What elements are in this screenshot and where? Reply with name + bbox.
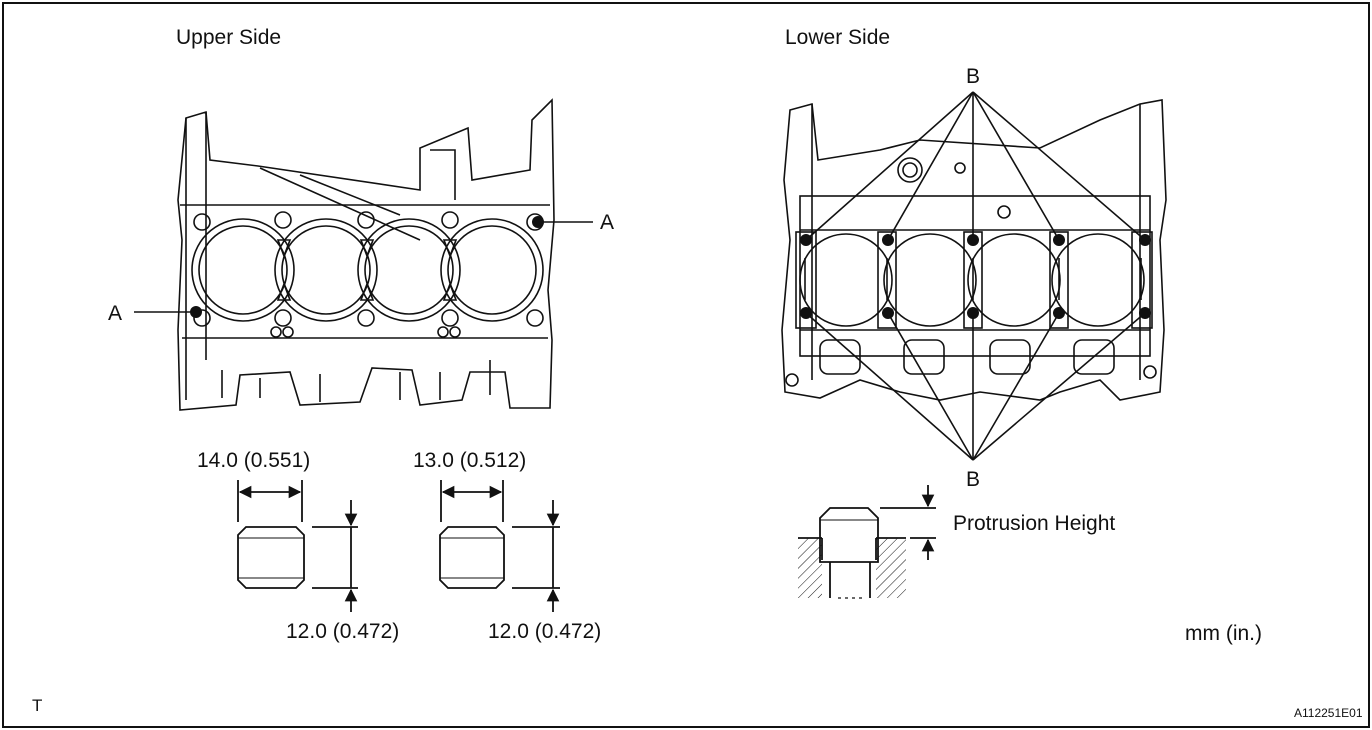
label-b-top: B	[966, 65, 980, 88]
b-point	[967, 307, 979, 319]
lower-side-title: Lower Side	[785, 26, 890, 49]
b-point	[1139, 234, 1151, 246]
protrusion-detail	[798, 485, 936, 599]
dowel-pin-1	[237, 480, 358, 612]
figure-id: A112251E01	[1294, 706, 1363, 720]
dim-height-2-label: 12.0 (0.472)	[488, 620, 601, 643]
b-point	[1139, 307, 1151, 319]
b-point	[1053, 307, 1065, 319]
label-a-left: A	[108, 302, 122, 325]
marker-a-left: A	[108, 302, 202, 325]
corner-mark: T	[32, 696, 42, 715]
b-point	[800, 234, 812, 246]
b-point	[1053, 234, 1065, 246]
upper-cylinder-block	[177, 98, 555, 411]
b-point	[882, 234, 894, 246]
dowel-pin-2	[439, 480, 560, 612]
b-point	[967, 234, 979, 246]
b-point	[882, 307, 894, 319]
label-b-bottom: B	[966, 468, 980, 491]
dim-width-2-label: 13.0 (0.512)	[413, 449, 526, 472]
units-label: mm (in.)	[1185, 622, 1262, 645]
dim-width-1-label: 14.0 (0.551)	[197, 449, 310, 472]
lower-cylinder-block	[781, 99, 1167, 401]
label-a-right: A	[600, 211, 614, 234]
markers-b: B B	[800, 65, 1151, 491]
b-point	[800, 307, 812, 319]
upper-side-title: Upper Side	[176, 26, 281, 49]
marker-a-right: A	[532, 211, 614, 234]
dim-height-1-label: 12.0 (0.472)	[286, 620, 399, 643]
protrusion-height-label: Protrusion Height	[953, 512, 1115, 535]
